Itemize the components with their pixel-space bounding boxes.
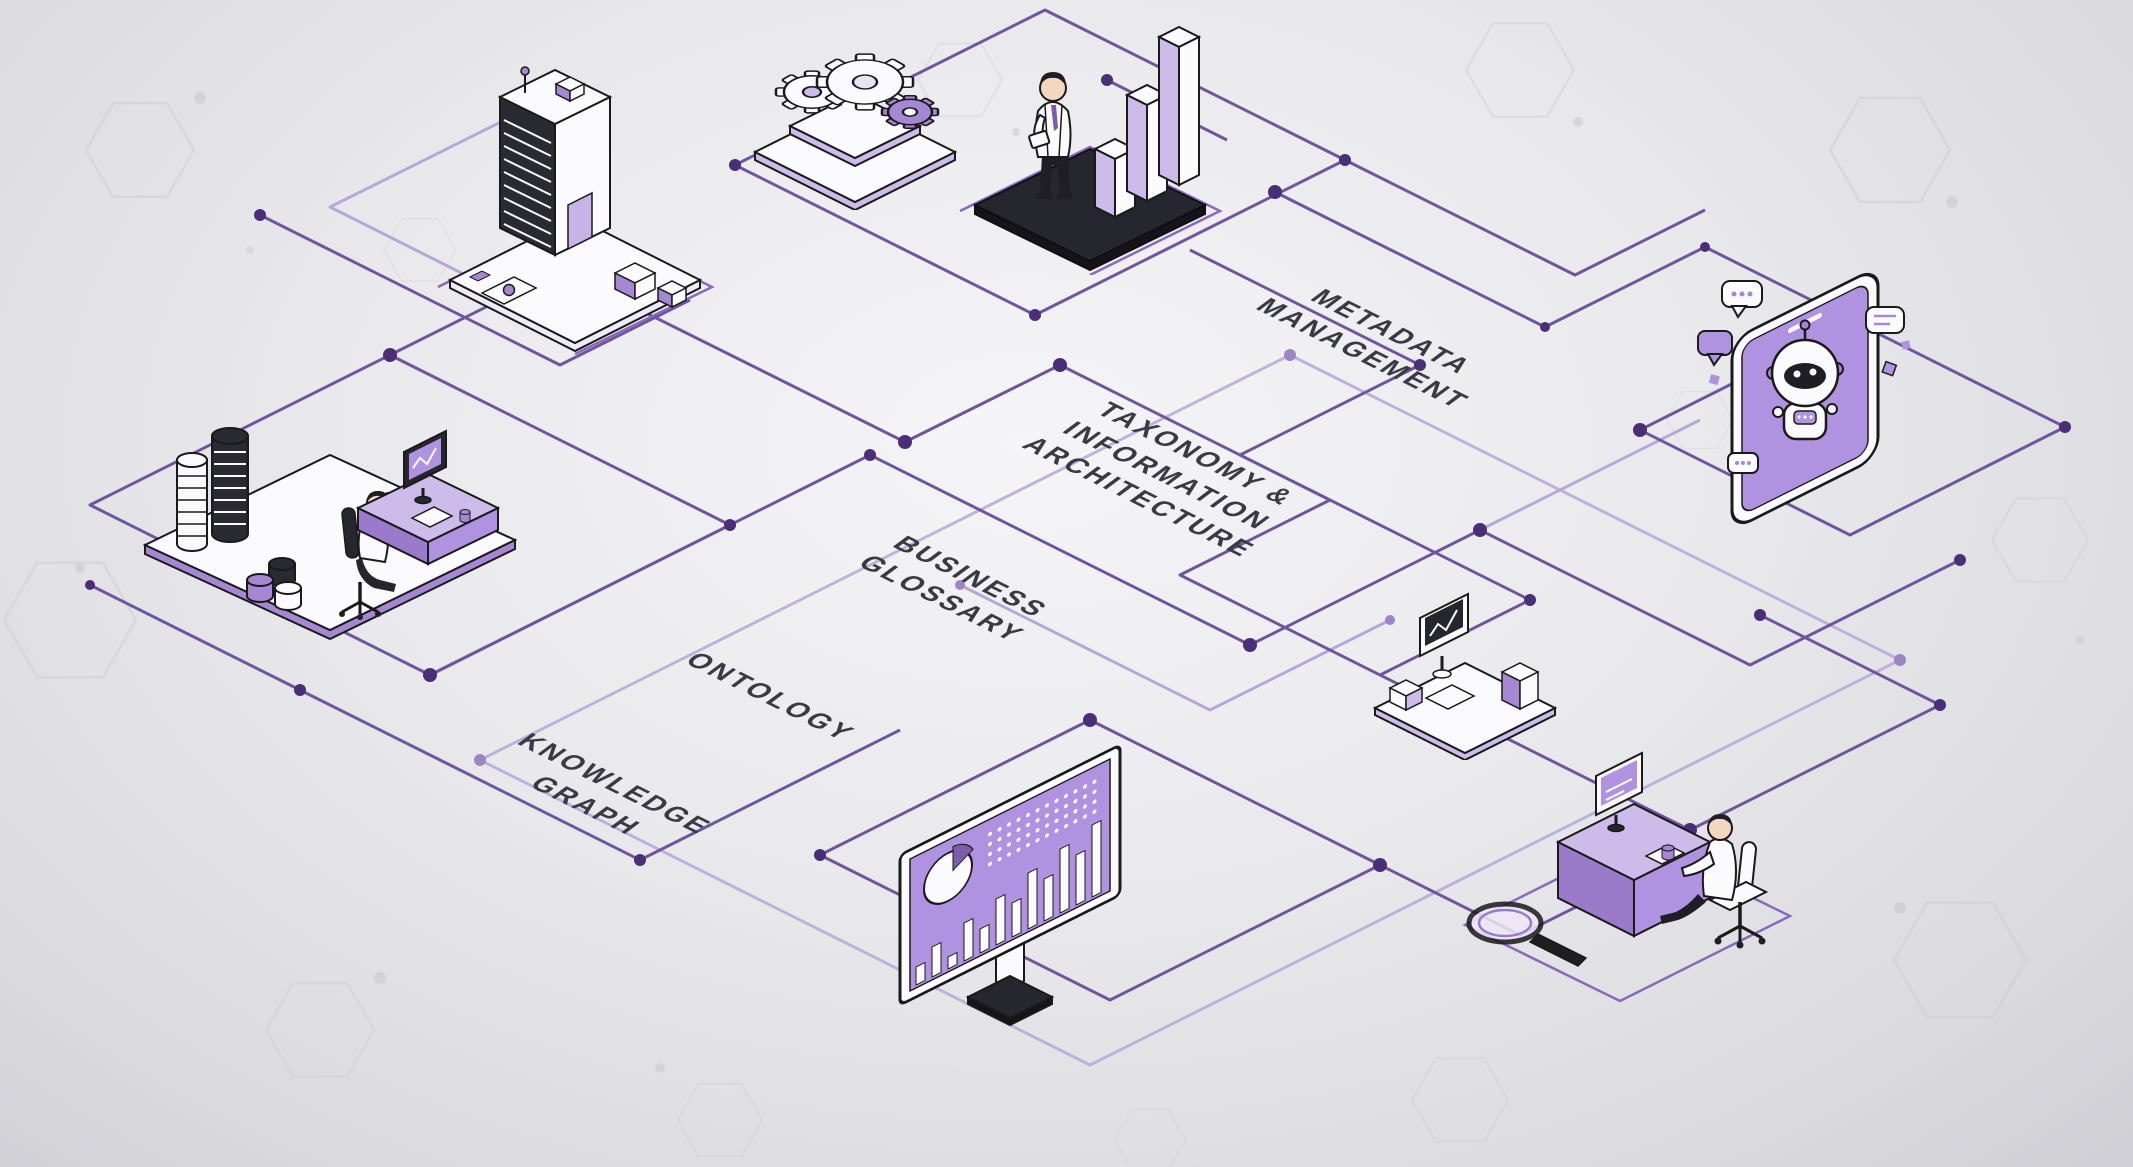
dashboard-monitor-illustration: [898, 745, 1122, 1027]
mug: [459, 509, 471, 523]
chatbot-phone-illustration: [1697, 272, 1911, 525]
isometric-bars: [1092, 25, 1202, 219]
tablet: [1028, 130, 1051, 149]
gear-small: [880, 95, 940, 129]
mug: [1661, 844, 1675, 861]
analyst-person: [1028, 72, 1072, 199]
monitor: [1419, 592, 1469, 679]
desk: [1555, 802, 1713, 938]
storage-box: [1388, 679, 1424, 712]
keyboard: [410, 506, 454, 528]
pie-chart: [923, 843, 974, 905]
gear-large: [815, 53, 915, 111]
analyst-bar-chart-illustration: [959, 25, 1223, 275]
roof-equipment: [520, 66, 586, 103]
molecule-dots: [75, 92, 2084, 1073]
hair: [1040, 72, 1066, 86]
robot-visor: [1784, 363, 1826, 389]
desk: [355, 472, 501, 566]
keyboard: [1424, 684, 1476, 710]
server-tower: [497, 68, 613, 257]
magnifier: [1466, 901, 1588, 967]
desk-monitor: [1595, 751, 1643, 833]
chair-back: [341, 507, 360, 559]
server-building-illustration: [437, 66, 715, 355]
connector-nodes: [85, 74, 2071, 872]
server-cylinders: [176, 427, 249, 552]
gears-platform: [752, 92, 958, 210]
researcher-person: [1660, 814, 1769, 949]
gears-illustration: [752, 53, 958, 210]
pc-tower: [1500, 662, 1540, 711]
platform-chips: [468, 262, 688, 309]
robot: [1766, 319, 1844, 441]
workstation-databases-illustration: [142, 427, 518, 640]
speech-bubbles: [1697, 280, 1911, 474]
dot-rows: [988, 774, 1106, 867]
monitor-screen: [898, 745, 1122, 1005]
desk-monitor: [403, 429, 447, 505]
database-stack: [246, 557, 302, 611]
bar-chart: [915, 819, 1102, 986]
researcher-desk-illustration: [1462, 751, 1793, 1003]
desktop-computer-illustration: [1372, 592, 1558, 760]
